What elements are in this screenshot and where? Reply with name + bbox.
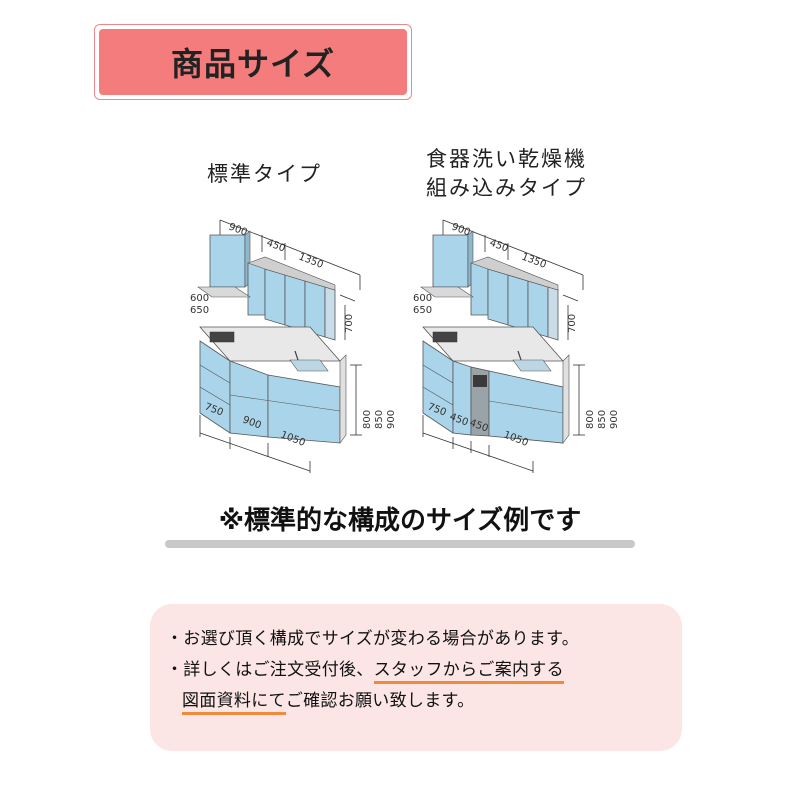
dim-lower-height-900: 900	[386, 410, 397, 429]
dishwasher-type-caption-line1: 食器洗い乾燥機	[426, 147, 587, 171]
dishwasher-panel	[473, 375, 487, 387]
dim-upper-height-700: 700	[567, 314, 578, 333]
info-line-2-text: ・詳しくはご注文受付後、	[166, 660, 374, 680]
dim-depth-600: 600	[190, 293, 209, 304]
size-example-note: ※標準的な構成のサイズ例です	[218, 506, 582, 536]
dishwasher-type-caption: 食器洗い乾燥機 組み込みタイプ	[426, 145, 587, 203]
dim-upper-1350: 1350	[297, 252, 325, 271]
info-line-3-highlight: 図面資料にて	[182, 691, 286, 715]
info-line-2: ・詳しくはご注文受付後、スタッフからご案内する	[166, 655, 564, 684]
dim-lower-height-850: 850	[597, 410, 608, 429]
standard-type-caption-line1: 標準タイプ	[207, 162, 322, 186]
kitchen-diagram-dishwasher: 900 450 1350 600 650 700 750 450 450 105…	[413, 219, 620, 473]
info-line-1: ・お選び頂く構成でサイズが変わる場合があります。	[166, 629, 579, 649]
divider	[165, 540, 635, 548]
dim-depth-600: 600	[413, 293, 432, 304]
dim-upper-1350: 1350	[520, 252, 548, 271]
lower-cabinets	[422, 326, 570, 444]
dim-upper-height-700: 700	[344, 314, 355, 333]
dim-upper-450: 450	[488, 238, 510, 255]
info-line-3: 図面資料にてご確認お願い致します。	[182, 686, 475, 715]
info-line-2-highlight: スタッフからご案内する	[373, 660, 564, 684]
lower-dimension-lines	[199, 364, 362, 473]
standard-type-caption: 標準タイプ	[207, 160, 322, 189]
dim-lower-height-800: 800	[585, 410, 596, 429]
dim-lower-height-900: 900	[609, 410, 620, 429]
dim-lower-height-800: 800	[362, 410, 373, 429]
dishwasher-type-caption-line2: 組み込みタイプ	[426, 176, 587, 200]
info-line-3-text: ご確認お願い致します。	[285, 691, 475, 711]
upper-dimension-lines	[219, 219, 361, 340]
lower-dimension-lines	[422, 364, 585, 473]
kitchen-diagram-standard: 900 450 1350 600 650 700 750 900 1050 80…	[190, 219, 397, 473]
upper-dimension-lines	[442, 219, 584, 340]
lower-cabinets	[199, 326, 347, 444]
info-box	[150, 604, 682, 751]
page-title: 商品サイズ	[99, 29, 407, 95]
dim-upper-450: 450	[265, 238, 287, 255]
dim-lower-height-850: 850	[374, 410, 385, 429]
dim-depth-650: 650	[190, 305, 209, 316]
title-banner: 商品サイズ	[94, 24, 412, 100]
dim-depth-650: 650	[413, 305, 432, 316]
upper-cabinets	[197, 230, 336, 341]
upper-cabinets	[420, 230, 559, 341]
